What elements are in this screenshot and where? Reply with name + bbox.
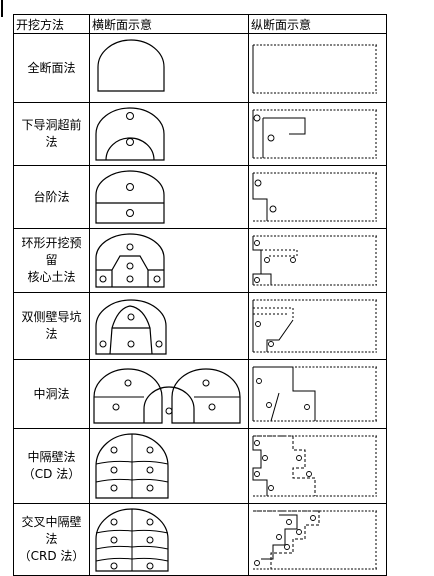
row-double-side-drift: 双侧壁导坑 法 <box>13 292 387 360</box>
cross-section-ring-core <box>89 228 249 293</box>
cross-section-crd <box>89 503 249 576</box>
cross-section-double-side-drift <box>89 292 249 360</box>
longitudinal-section-lower-pilot-heading <box>248 102 387 166</box>
row-cd: 中隔壁法 （CD 法） <box>13 428 387 504</box>
row-center-drift: 中洞法 <box>13 359 387 429</box>
row-full-face: 全断面法 <box>13 33 387 103</box>
longitudinal-section-double-side-drift <box>248 292 387 360</box>
header-row: 开挖方法 横断面示意 纵断面示意 <box>13 14 387 34</box>
method-name-crd: 交叉中隔壁 法 （CRD 法） <box>13 503 90 576</box>
row-lower-pilot-heading: 下导洞超前 法 <box>13 102 387 166</box>
tunnel-outline <box>97 39 165 92</box>
method-name-ring-core: 环形开挖预 留 核心土法 <box>13 228 90 293</box>
longitudinal-section-crd <box>248 503 387 576</box>
text-cursor <box>1 0 3 17</box>
header-longitudinal-section: 纵断面示意 <box>248 14 387 34</box>
header-method: 开挖方法 <box>13 14 90 34</box>
cross-section-center-drift <box>89 359 249 429</box>
longitudinal-section-ring-core <box>248 228 387 293</box>
row-crd: 交叉中隔壁 法 （CRD 法） <box>13 503 387 576</box>
method-name-center-drift: 中洞法 <box>13 359 90 429</box>
cross-section-lower-pilot-heading <box>89 102 249 166</box>
longitudinal-section-full-face <box>248 33 387 103</box>
cross-section-full-face <box>89 33 249 103</box>
row-ring-core: 环形开挖预 留 核心土法 <box>13 228 387 293</box>
method-name-bench: 台阶法 <box>13 165 90 229</box>
cross-section-bench <box>89 165 249 229</box>
method-name-lower-pilot-heading: 下导洞超前 法 <box>13 102 90 166</box>
longitudinal-section-cd <box>248 428 387 504</box>
method-name-full-face: 全断面法 <box>13 33 90 103</box>
excavation-methods-table: 开挖方法 横断面示意 纵断面示意 全断面法 <box>13 14 387 576</box>
longitudinal-section-center-drift <box>248 359 387 429</box>
method-name-cd: 中隔壁法 （CD 法） <box>13 428 90 504</box>
header-cross-section: 横断面示意 <box>89 14 249 34</box>
cross-section-cd <box>89 428 249 504</box>
row-bench: 台阶法 <box>13 165 387 229</box>
method-name-double-side-drift: 双侧壁导坑 法 <box>13 292 90 360</box>
longitudinal-section-bench <box>248 165 387 229</box>
